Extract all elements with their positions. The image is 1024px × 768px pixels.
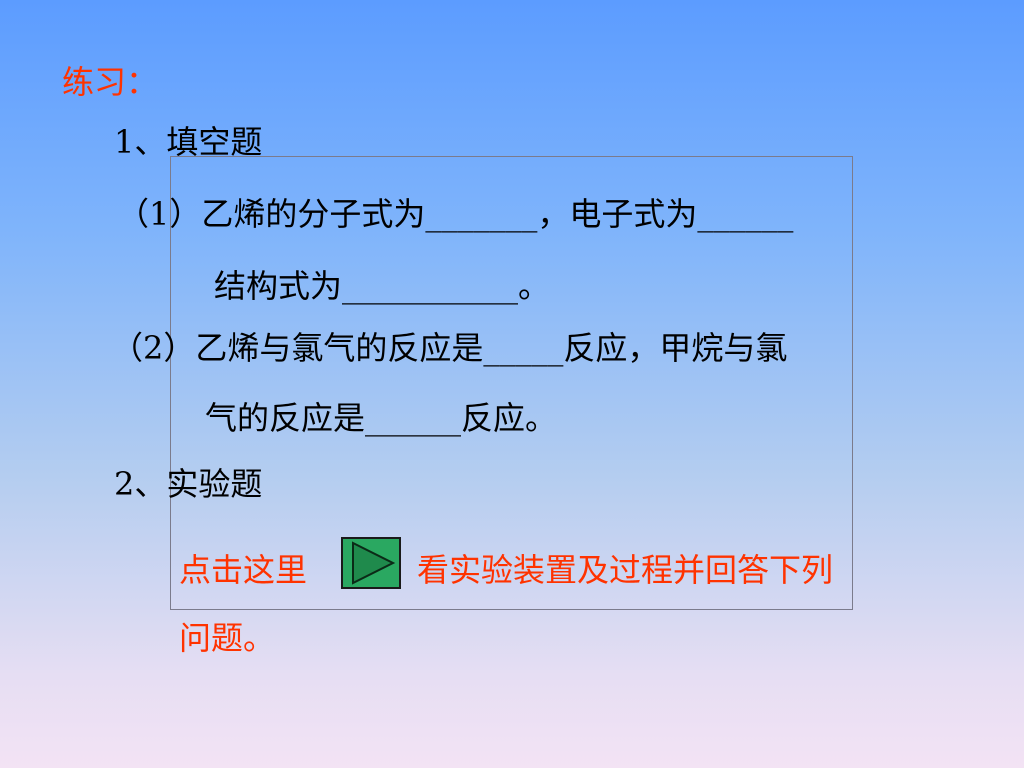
click-here-text[interactable]: 点击这里: [179, 551, 308, 589]
question-1-line-2: 结构式为___________。: [214, 267, 551, 305]
play-triangle-icon: [352, 541, 396, 585]
question-1-line-1: （1）乙烯的分子式为_______，电子式为______: [117, 195, 794, 233]
content-frame: [170, 156, 853, 610]
experiment-title: 2、实验题: [114, 465, 263, 503]
exercise-heading: 练习：: [62, 63, 159, 101]
experiment-instruction-text[interactable]: 看实验装置及过程并回答下列: [417, 551, 834, 589]
question-2-line-2: 气的反应是______反应。: [205, 399, 558, 437]
experiment-instruction-line-2: 问题。: [179, 619, 276, 657]
fill-in-blank-title: 1、填空题: [114, 123, 263, 161]
play-button[interactable]: [341, 537, 401, 589]
question-2-line-1: （2）乙烯与氯气的反应是_____反应，甲烷与氯: [111, 329, 788, 367]
